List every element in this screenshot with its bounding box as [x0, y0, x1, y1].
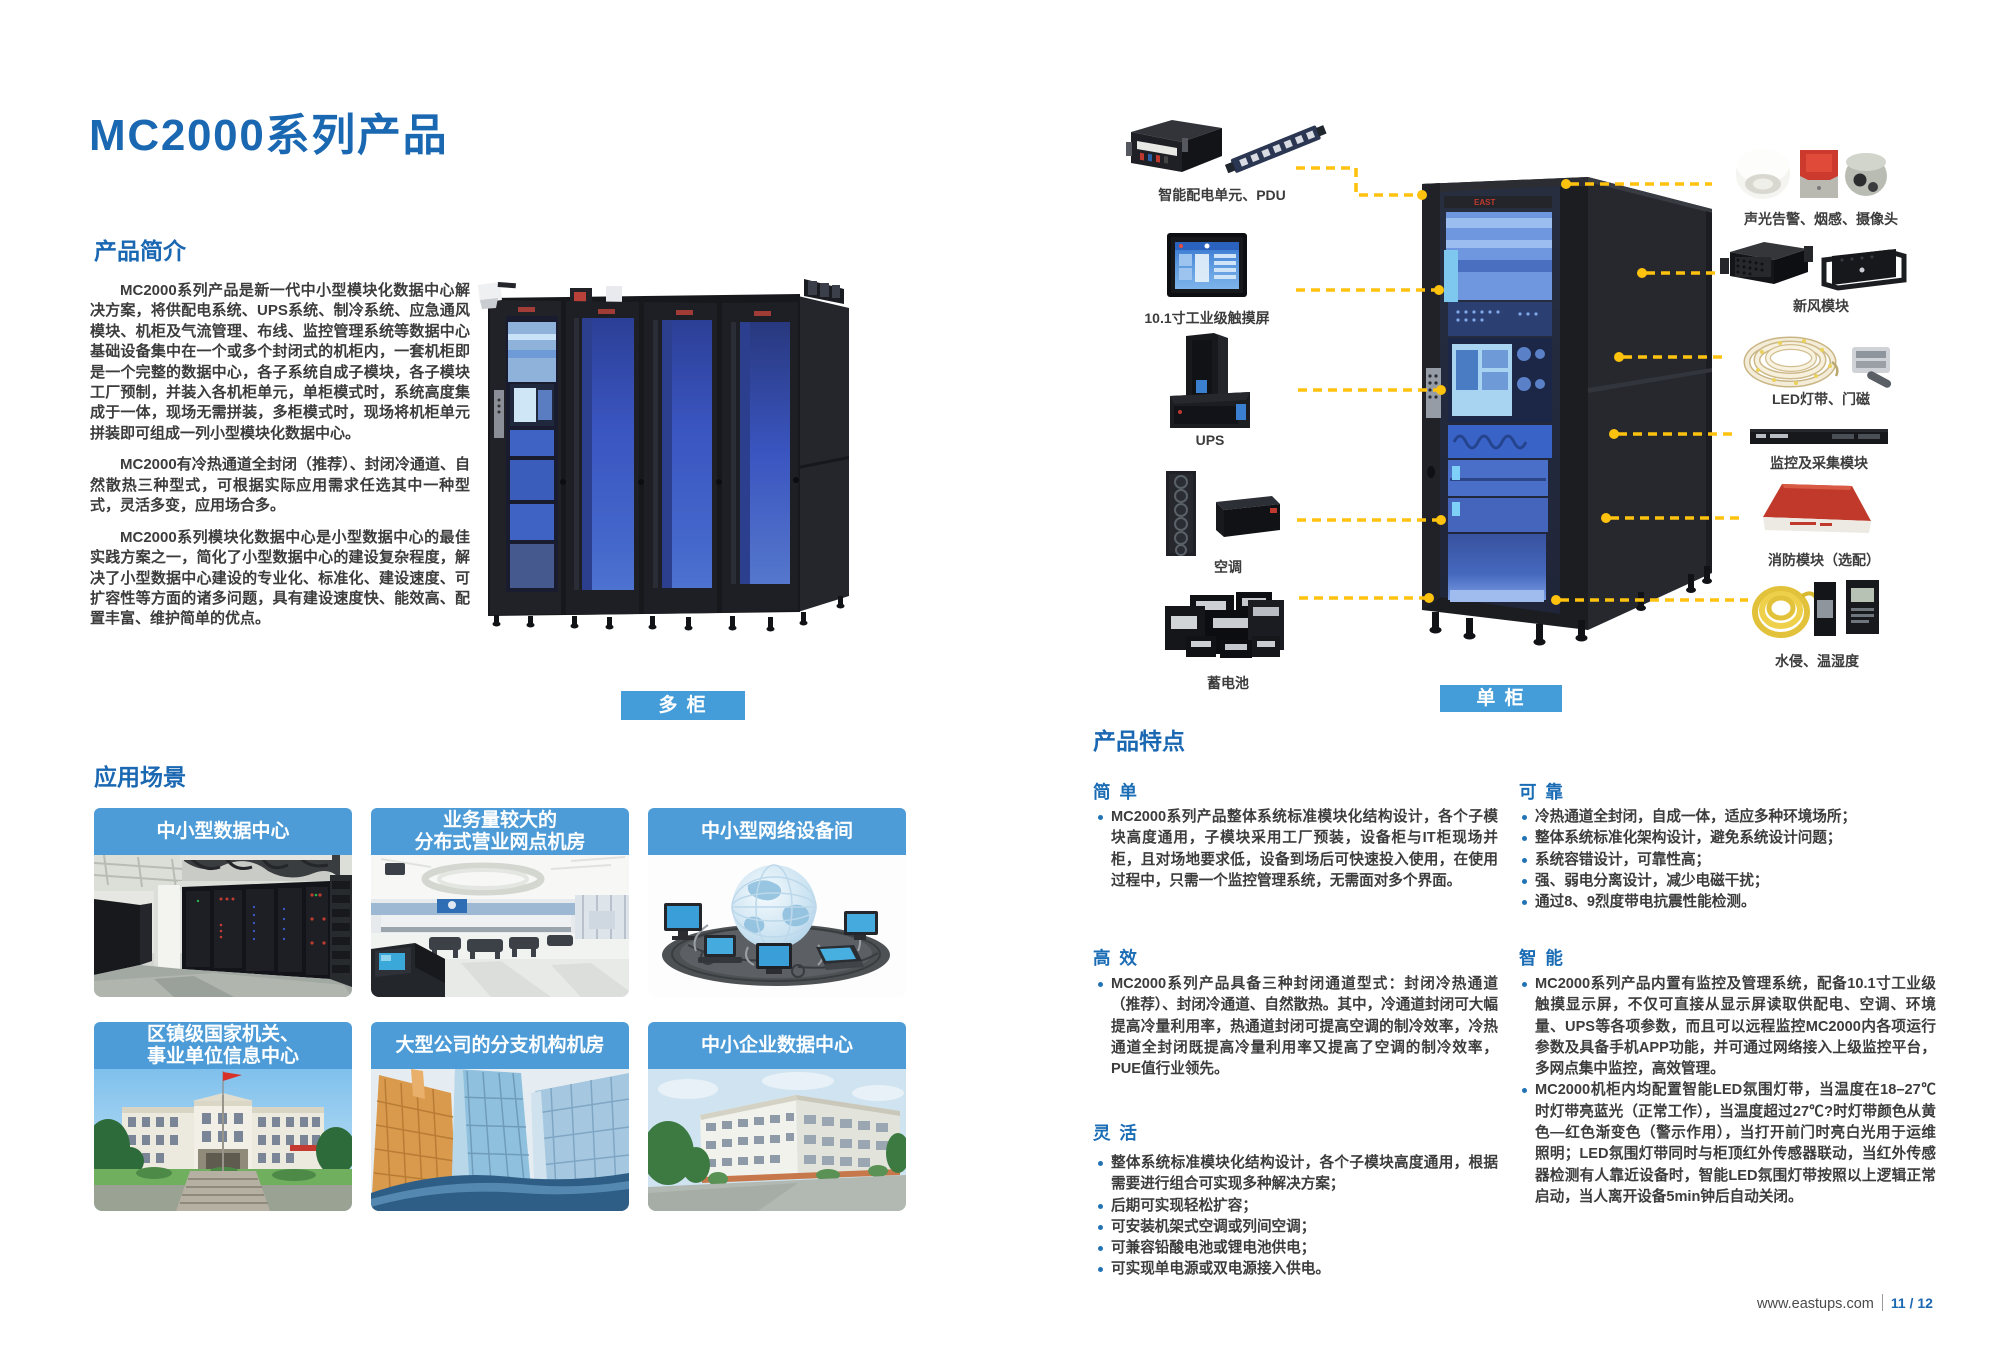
svg-text:EAST: EAST — [1474, 198, 1495, 207]
